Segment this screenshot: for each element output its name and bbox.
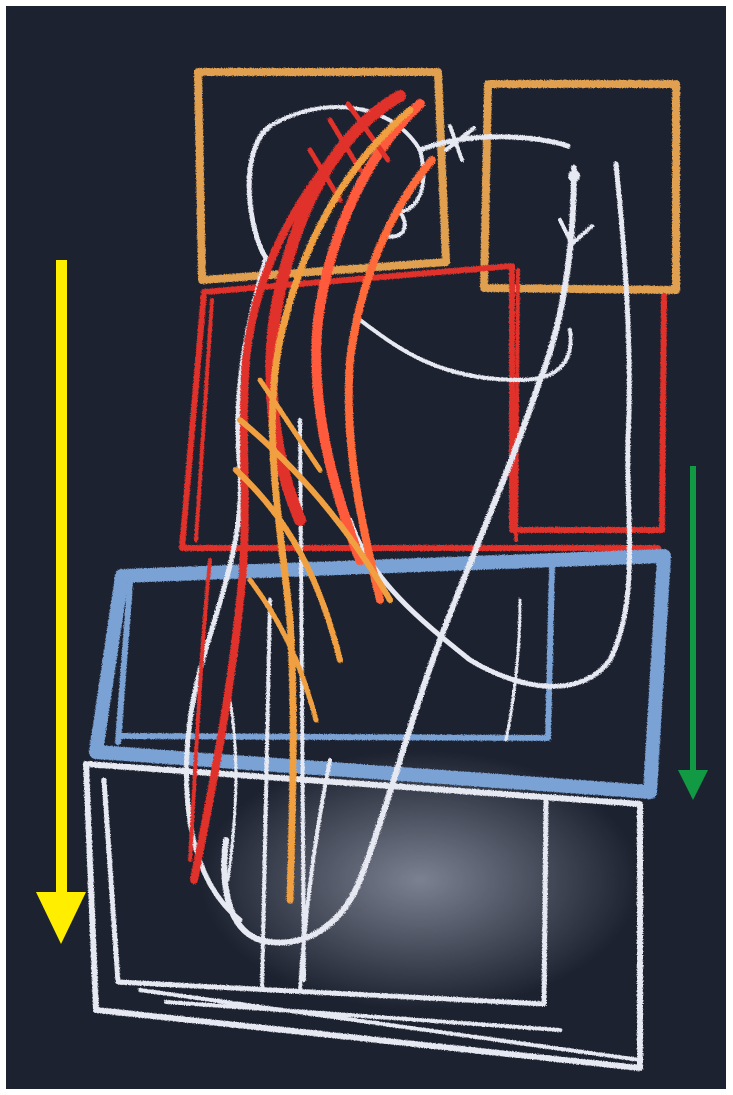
corner-marker: 1	[102, 785, 110, 799]
